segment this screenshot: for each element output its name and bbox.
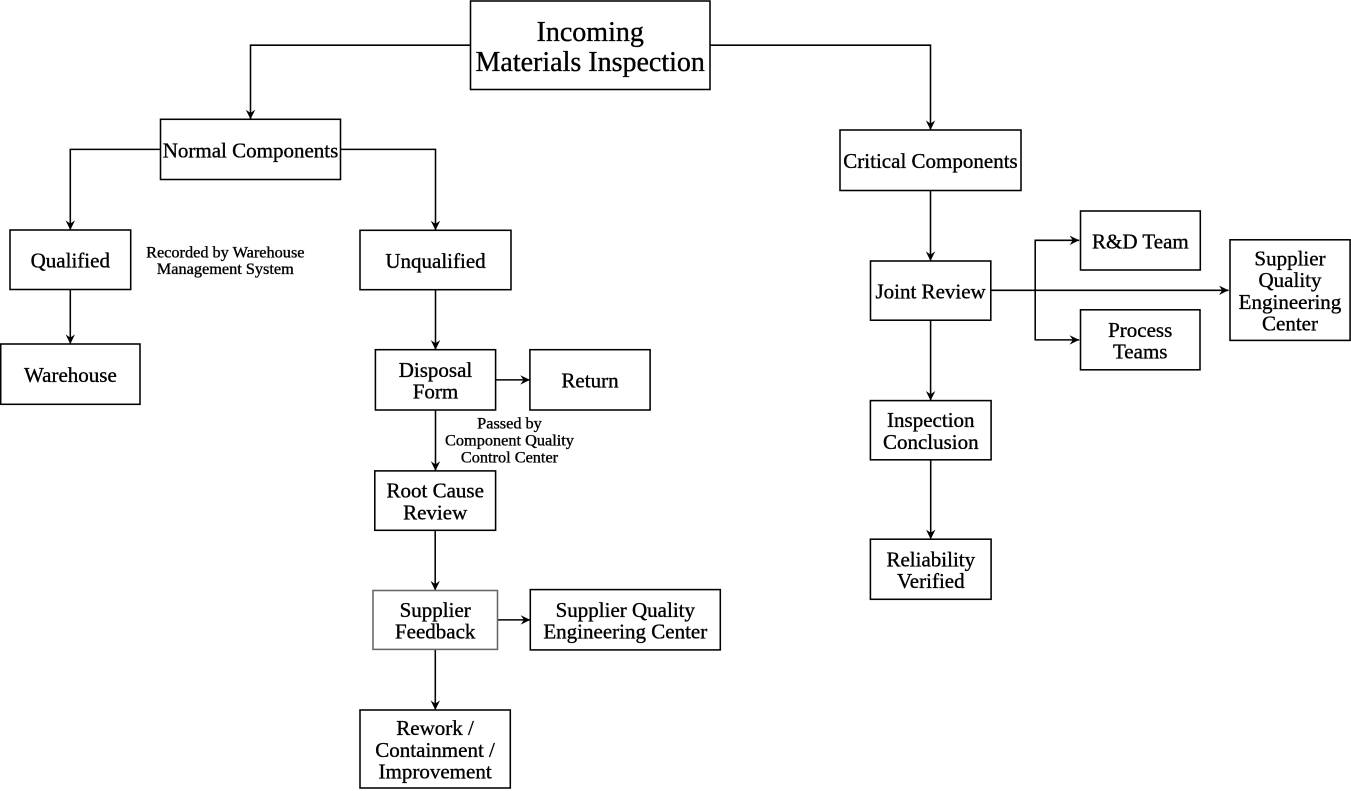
svg-text:Quality: Quality: [1259, 268, 1322, 292]
svg-text:Return: Return: [561, 369, 619, 393]
svg-text:Rework /: Rework /: [396, 716, 474, 740]
svg-text:Supplier: Supplier: [400, 598, 471, 622]
svg-text:Process: Process: [1108, 318, 1172, 342]
svg-text:Supplier Quality: Supplier Quality: [556, 598, 696, 622]
svg-text:R&D Team: R&D Team: [1092, 229, 1189, 253]
svg-text:Feedback: Feedback: [395, 620, 476, 644]
svg-text:Supplier: Supplier: [1254, 246, 1325, 270]
svg-text:Inspection: Inspection: [887, 408, 975, 432]
svg-text:Root Cause: Root Cause: [386, 479, 483, 503]
svg-text:Containment /: Containment /: [375, 738, 495, 762]
svg-text:Unqualified: Unqualified: [385, 249, 486, 273]
svg-text:Incoming: Incoming: [537, 17, 644, 48]
svg-text:Teams: Teams: [1113, 340, 1168, 364]
svg-text:Conclusion: Conclusion: [883, 430, 979, 454]
svg-text:Engineering Center: Engineering Center: [543, 620, 707, 644]
svg-text:Recorded by Warehouse: Recorded by Warehouse: [146, 243, 304, 262]
svg-text:Management System: Management System: [157, 259, 294, 278]
svg-text:Form: Form: [413, 380, 459, 404]
svg-text:Center: Center: [1262, 312, 1318, 336]
svg-text:Reliability: Reliability: [886, 547, 975, 571]
svg-text:Improvement: Improvement: [379, 760, 492, 784]
svg-text:Normal Components: Normal Components: [163, 138, 339, 162]
svg-text:Control Center: Control Center: [461, 447, 559, 466]
svg-text:Critical Components: Critical Components: [843, 149, 1017, 173]
svg-text:Passed by: Passed by: [477, 413, 543, 432]
svg-text:Engineering: Engineering: [1239, 290, 1342, 314]
svg-text:Disposal: Disposal: [399, 358, 473, 382]
svg-text:Component Quality: Component Quality: [445, 430, 575, 449]
svg-text:Review: Review: [403, 500, 468, 524]
svg-text:Warehouse: Warehouse: [24, 363, 117, 387]
svg-text:Materials Inspection: Materials Inspection: [476, 47, 705, 78]
svg-text:Joint Review: Joint Review: [875, 280, 986, 304]
svg-text:Qualified: Qualified: [31, 249, 111, 273]
svg-text:Verified: Verified: [897, 569, 965, 593]
